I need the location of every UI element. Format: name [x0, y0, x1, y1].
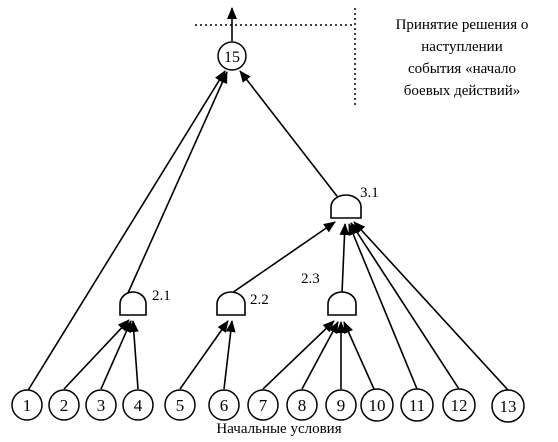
leaf-1-label: 1 — [23, 396, 32, 415]
leaf-6-label: 6 — [220, 396, 229, 415]
edge-10-23 — [343, 321, 375, 390]
leaf-3-circle — [85, 389, 117, 421]
leaf-7-circle — [247, 389, 279, 421]
decision-annotation: Принятие решения о наступлении события «… — [366, 14, 558, 102]
gate-2-3-shape — [327, 291, 357, 316]
gate-3-1-shape — [330, 194, 362, 219]
edge-7-23 — [262, 320, 335, 390]
leaf-12-circle — [442, 388, 476, 422]
leaf-11-circle — [400, 388, 434, 422]
edge-31-15 — [239, 70, 341, 201]
edge-6-22 — [223, 320, 236, 390]
edge-8-23 — [301, 321, 339, 390]
annotation-line: события «начало — [407, 61, 516, 77]
edge-12-31 — [350, 222, 460, 390]
leaf-13-label: 13 — [500, 397, 517, 416]
leaf-13-circle — [491, 389, 525, 423]
leaf-6-circle — [208, 389, 240, 421]
edge-4-21 — [128, 320, 139, 390]
leaf-11-label: 11 — [409, 396, 425, 415]
leaf-10-circle — [360, 388, 394, 422]
leaf-5-circle — [164, 389, 196, 421]
initial-conditions-caption: Начальные условия — [216, 421, 342, 437]
leaf-2-circle — [48, 389, 80, 421]
leaf-5-label: 5 — [176, 396, 185, 415]
leaf-10-label: 10 — [369, 396, 386, 415]
annotation-line: Принятие решения о — [395, 17, 529, 33]
edge-22-31 — [231, 221, 336, 294]
edge-2-21 — [63, 319, 130, 390]
edges — [26, 70, 509, 393]
edge-5-22 — [179, 320, 229, 390]
leaf-1-circle — [11, 389, 43, 421]
leaf-2-label: 2 — [60, 396, 69, 415]
leaf-9-label: 9 — [337, 396, 346, 415]
node-15-label: 15 — [224, 49, 240, 66]
gate-2-2-label: 2.2 — [250, 292, 269, 308]
edge-3-21 — [100, 320, 132, 390]
gate-2-1-label: 2.1 — [152, 288, 171, 304]
gate-2-1-shape — [119, 291, 147, 316]
leaf-7-label: 7 — [259, 396, 268, 415]
leaf-12-label: 12 — [451, 396, 468, 415]
edge-11-31 — [348, 223, 418, 390]
leaf-8-circle — [286, 389, 318, 421]
gate-3-1-label: 3.1 — [360, 185, 379, 201]
edge-13-31 — [353, 221, 509, 391]
leaf-3-label: 3 — [97, 396, 106, 415]
leaf-4-circle — [122, 389, 154, 421]
gate-2-2-shape — [216, 291, 246, 316]
leaf-8-label: 8 — [298, 396, 307, 415]
annotation-line: боевых действий» — [403, 83, 521, 99]
annotation-line: наступлении — [421, 39, 503, 55]
leaf-9-circle — [325, 389, 357, 421]
gate-2-3-label: 2.3 — [301, 271, 320, 287]
node-15-circle — [217, 41, 247, 71]
leaf-4-label: 4 — [134, 396, 143, 415]
edge-21-15 — [127, 71, 228, 294]
edge-23-31 — [339, 223, 350, 294]
edge-1-15 — [26, 70, 226, 393]
